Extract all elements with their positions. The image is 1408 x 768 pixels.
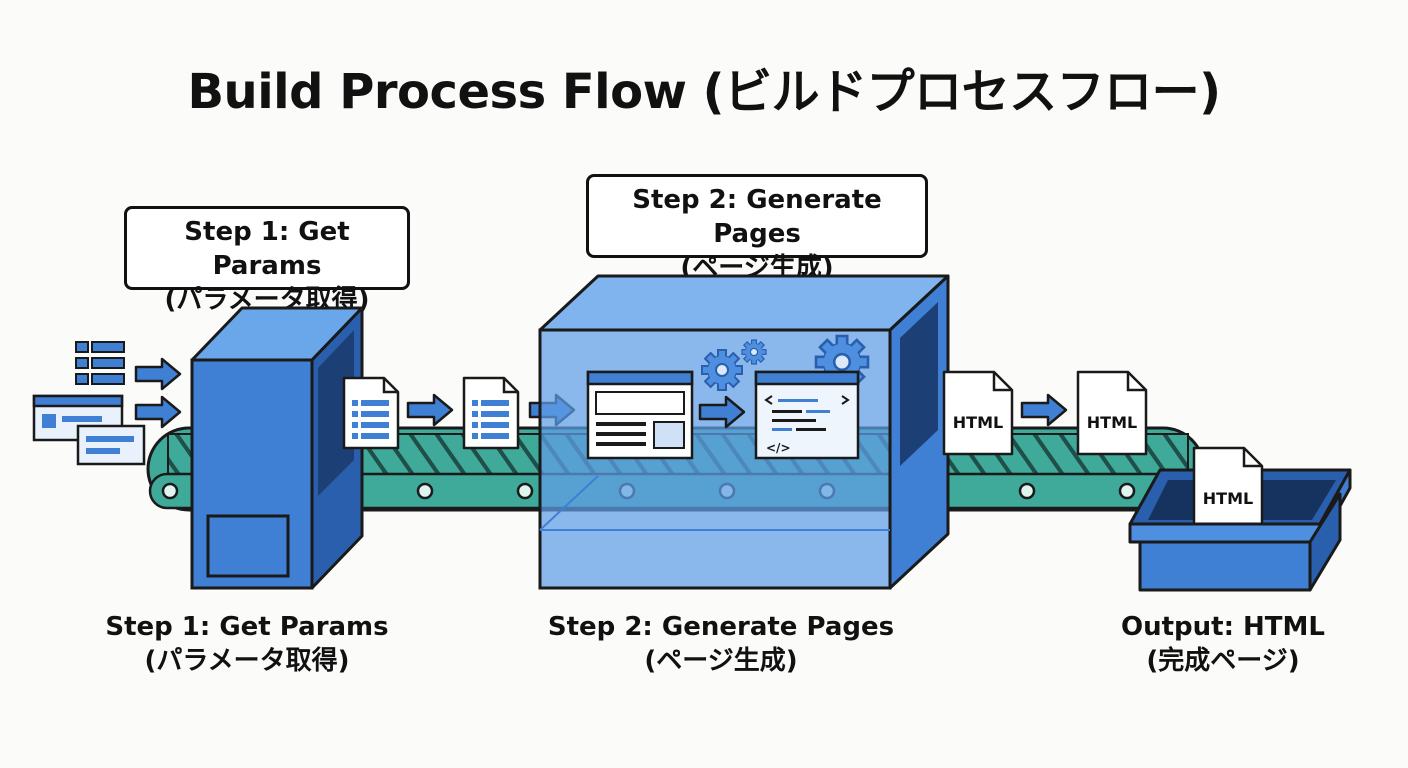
arrow-right-icon — [406, 393, 454, 427]
html-file-icon: HTML — [1192, 446, 1264, 532]
html-file-icon: HTML — [1076, 370, 1148, 456]
step1-machine — [190, 306, 364, 590]
step2-caption-line1: Step 2: Generate Pages — [547, 612, 895, 642]
step1-callout: Step 1: Get Params (パラメータ取得) — [124, 206, 410, 315]
output-bin-icon: HTML — [1128, 446, 1352, 592]
arrow-right-icon — [134, 357, 182, 391]
document-list-icon — [462, 376, 520, 450]
svg-text:HTML: HTML — [953, 413, 1003, 432]
step1-caption-line1: Step 1: Get Params — [105, 612, 389, 642]
gear-icon — [701, 349, 743, 391]
output-caption-line1: Output: HTML — [1121, 612, 1325, 642]
step2-caption-line2: (ページ生成) — [644, 646, 798, 676]
step2-caption: Step 2: Generate Pages (ページ生成) — [546, 610, 896, 678]
output-caption-line2: (完成ページ) — [1146, 646, 1300, 676]
output-caption: Output: HTML (完成ページ) — [1108, 610, 1338, 678]
code-window-icon: </> — [754, 370, 860, 460]
html-file-icon: HTML — [942, 370, 1014, 456]
params-form-icon — [32, 394, 146, 466]
document-list-icon — [342, 376, 400, 450]
step1-caption-line2: (パラメータ取得) — [144, 646, 350, 676]
arrow-right-icon — [1020, 393, 1068, 427]
gear-icon — [741, 339, 767, 365]
step1-callout-line1: Step 1: Get Params — [184, 217, 350, 281]
svg-text:</>: </> — [766, 441, 791, 455]
arrow-right-icon — [134, 395, 182, 429]
page-title: Build Process Flow (ビルドプロセスフロー) — [187, 64, 1221, 120]
svg-text:HTML: HTML — [1087, 413, 1137, 432]
step1-caption: Step 1: Get Params (パラメータ取得) — [92, 610, 402, 678]
params-grid-icon — [75, 341, 125, 385]
step2-callout: Step 2: Generate Pages (ページ生成) — [586, 174, 928, 283]
webpage-layout-icon — [586, 370, 694, 460]
svg-text:HTML: HTML — [1203, 489, 1253, 508]
step2-callout-line1: Step 2: Generate Pages — [632, 185, 882, 249]
